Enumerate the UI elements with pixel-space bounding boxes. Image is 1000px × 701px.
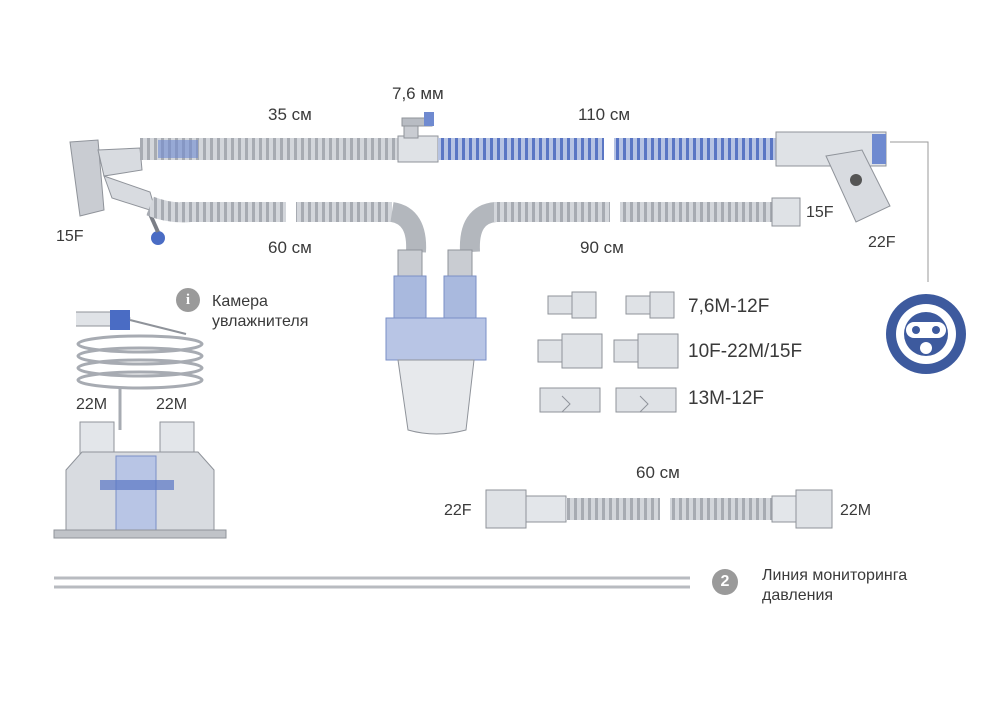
conn-ext-right-22m: 22M <box>840 502 872 519</box>
dim-trap-diameter: 7,6 мм <box>392 84 444 103</box>
dim-extension-60: 60 см <box>636 463 680 482</box>
conn-exp-15f: 15F <box>806 204 834 221</box>
wye-connector <box>69 139 165 245</box>
dim-exp-60: 60 см <box>268 238 312 257</box>
adapter-row-3 <box>539 387 677 413</box>
adapter-label-1: 7,6M-12F <box>688 296 770 317</box>
adapter-row-2 <box>537 333 679 369</box>
pressure-caption-line2: давления <box>762 587 834 604</box>
humidifier-chamber <box>53 310 227 539</box>
chamber-caption-line1: Камера <box>212 293 268 310</box>
pressure-caption-line1: Линия мониторинга <box>762 567 908 584</box>
conn-chamber-left-22m: 22M <box>76 396 108 413</box>
exp-tube-90 <box>494 202 772 222</box>
chamber-caption-line2: увлажнителя <box>212 313 309 330</box>
adapter-label-3: 13M-12F <box>688 388 765 409</box>
water-trap-bottle <box>385 249 487 435</box>
pressure-line <box>54 576 690 589</box>
water-trap <box>397 112 439 163</box>
adapter-row-1 <box>547 291 675 319</box>
chamber-info-icon: i <box>176 288 200 312</box>
brand-logo <box>886 294 966 374</box>
dim-insp-110: 110 см <box>578 105 631 124</box>
conn-wye-15f: 15F <box>56 228 84 245</box>
adapter-label-2: 10F-22M/15F <box>688 341 803 362</box>
pressure-caption: Линия мониторинга давления <box>762 566 907 606</box>
chamber-caption: Камера увлажнителя <box>212 292 308 332</box>
pressure-number-badge: 2 <box>712 569 738 595</box>
humidifier-port <box>775 131 891 223</box>
extension-tube <box>485 489 833 529</box>
conn-chamber-right-22m: 22M <box>156 396 188 413</box>
dim-exp-90: 90 см <box>580 238 624 257</box>
conn-humid-22f: 22F <box>868 234 896 251</box>
insp-tube-35 <box>140 138 400 160</box>
dim-insp-35: 35 см <box>268 105 312 124</box>
conn-ext-left-22f: 22F <box>444 502 472 519</box>
